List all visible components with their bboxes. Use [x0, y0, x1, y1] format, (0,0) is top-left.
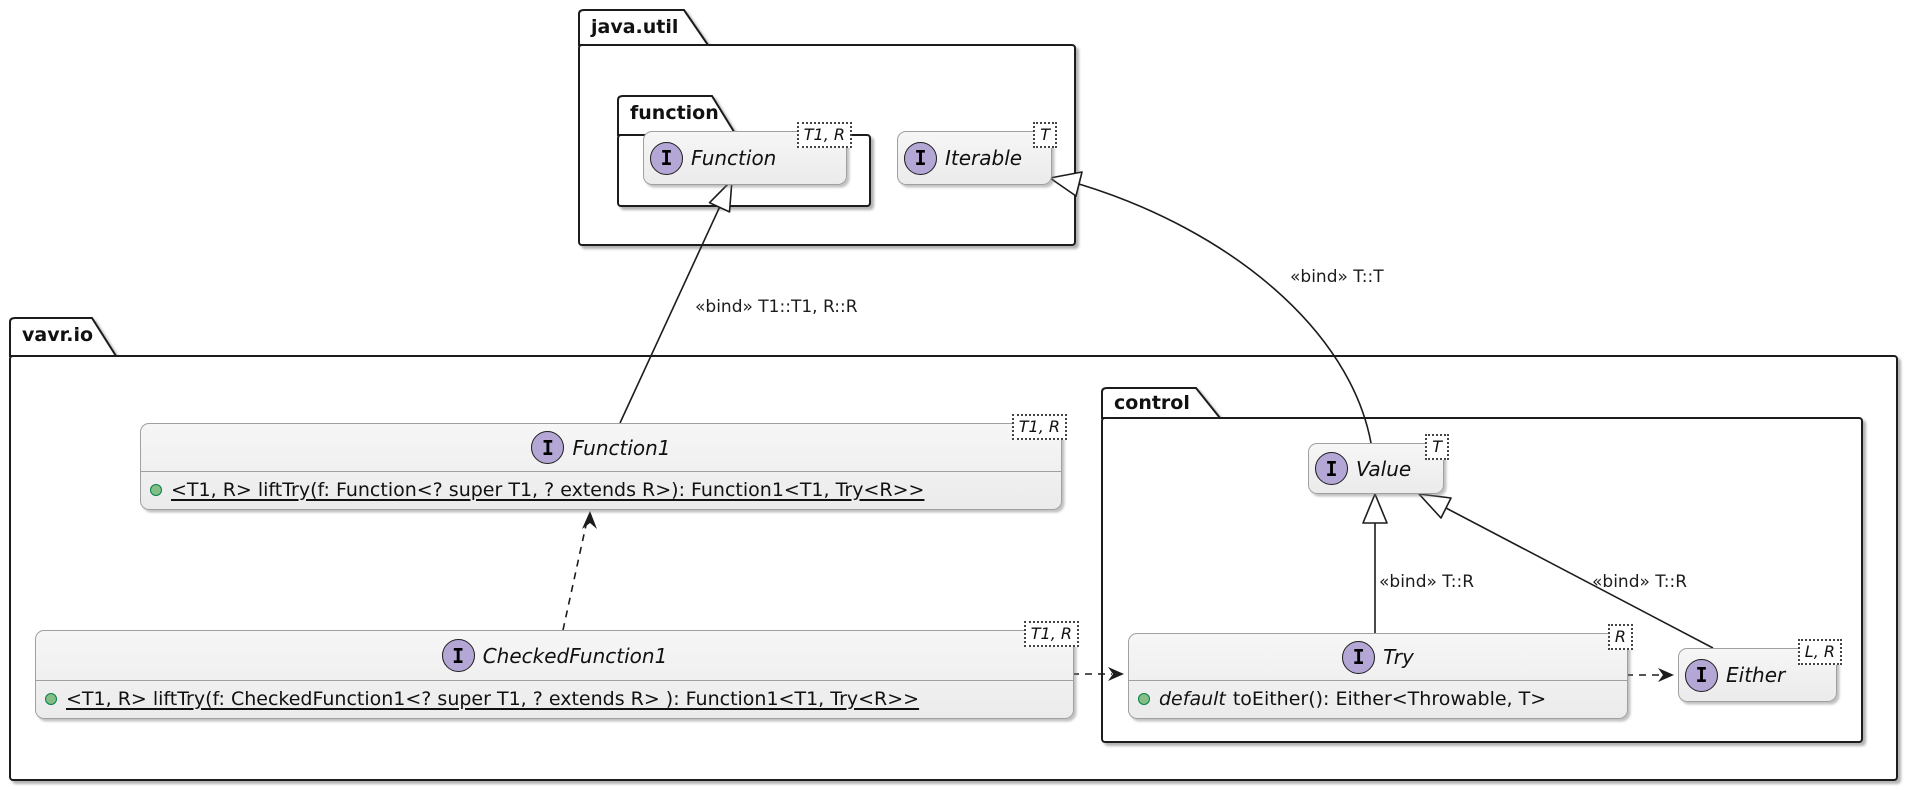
interface-spot-icon: I — [1315, 452, 1348, 485]
hollow-triangle-arrowhead-value-left — [1362, 493, 1388, 524]
method-signature: <T1, R> liftTry(f: CheckedFunction1<? su… — [66, 687, 920, 710]
package-function-tab — [617, 95, 738, 136]
public-visibility-icon — [1138, 692, 1150, 705]
method-signature: default toEither(): Either<Throwable, T> — [1159, 688, 1546, 710]
generic-type-badge: T1, R — [1011, 414, 1067, 440]
interface-box-try: R I Try default toEither(): Either<Throwa… — [1128, 624, 1633, 719]
interface-name: Function1 — [572, 435, 671, 460]
interface-spot-icon: I — [1342, 640, 1376, 674]
dependency-arrowhead-function1 — [582, 511, 597, 529]
method-signature: <T1, R> liftTry(f: Function<? super T1, … — [171, 478, 925, 501]
interface-name: Either — [1726, 663, 1786, 687]
interface-name: CheckedFunction1 — [482, 643, 668, 668]
hollow-triangle-arrowhead-value-right — [1418, 493, 1452, 519]
interface-box-function: T1, R I Function — [643, 122, 852, 185]
dependency-edge-checkedfunction1-to-function1 — [562, 515, 589, 631]
package-java-util-tab — [578, 9, 710, 46]
interface-name: Value — [1356, 456, 1412, 481]
package-control-tab — [1101, 387, 1223, 419]
package-label-control: control — [1114, 392, 1190, 414]
generic-type-badge: T — [1425, 434, 1449, 460]
method-modifier: default — [1159, 687, 1226, 710]
interface-box-checkedfunction1: T1, R I CheckedFunction1 <T1, R> liftTry… — [35, 621, 1079, 719]
generalization-edge-either-to-value — [1445, 507, 1714, 649]
interface-spot-icon: I — [1685, 658, 1718, 692]
bind-label-function1-to-function: «bind» T1::T1, R::R — [695, 297, 858, 317]
generic-type-badge: T — [1033, 122, 1057, 148]
generalization-edge-value-to-iterable — [1078, 183, 1372, 444]
generic-type-badge: R — [1607, 624, 1633, 650]
interface-box-value: T I Value — [1308, 434, 1449, 494]
interface-box-function1: T1, R I Function1 <T1, R> liftTry(f: Fun… — [140, 414, 1067, 510]
generic-type-badge: T1, R — [796, 122, 852, 148]
interface-spot-icon: I — [904, 141, 937, 175]
interface-spot-icon: I — [441, 639, 475, 672]
interface-box-iterable: T I Iterable — [897, 122, 1057, 185]
interface-name: Try — [1383, 645, 1414, 669]
method-text: toEither(): Either<Throwable, T> — [1232, 687, 1547, 710]
public-visibility-icon — [150, 483, 162, 496]
interface-name: Iterable — [945, 146, 1023, 170]
package-label-function: function — [630, 102, 719, 124]
dependency-arrowhead-try — [1108, 667, 1124, 681]
interface-box-either: L, R I Either — [1678, 639, 1842, 702]
interface-name: Function — [691, 146, 777, 170]
bind-label-either-to-value: «bind» T::R — [1592, 572, 1688, 592]
dependency-arrowhead-either — [1658, 668, 1674, 682]
package-label-vavr-io: vavr.io — [22, 324, 94, 346]
hollow-triangle-arrowhead-function — [708, 179, 733, 213]
bind-label-try-to-value: «bind» T::R — [1379, 572, 1475, 592]
generic-type-badge: L, R — [1797, 639, 1842, 665]
public-visibility-icon — [45, 692, 57, 705]
package-label-java-util: java.util — [591, 16, 679, 38]
interface-spot-icon: I — [531, 431, 565, 464]
bind-label-value-to-iterable: «bind» T::T — [1290, 267, 1384, 287]
generic-type-badge: T1, R — [1023, 621, 1079, 647]
hollow-triangle-arrowhead-iterable — [1049, 171, 1083, 197]
interface-spot-icon: I — [650, 141, 683, 175]
generalization-edge-function1-to-function — [619, 206, 721, 424]
package-vavr-io-tab — [9, 317, 118, 357]
